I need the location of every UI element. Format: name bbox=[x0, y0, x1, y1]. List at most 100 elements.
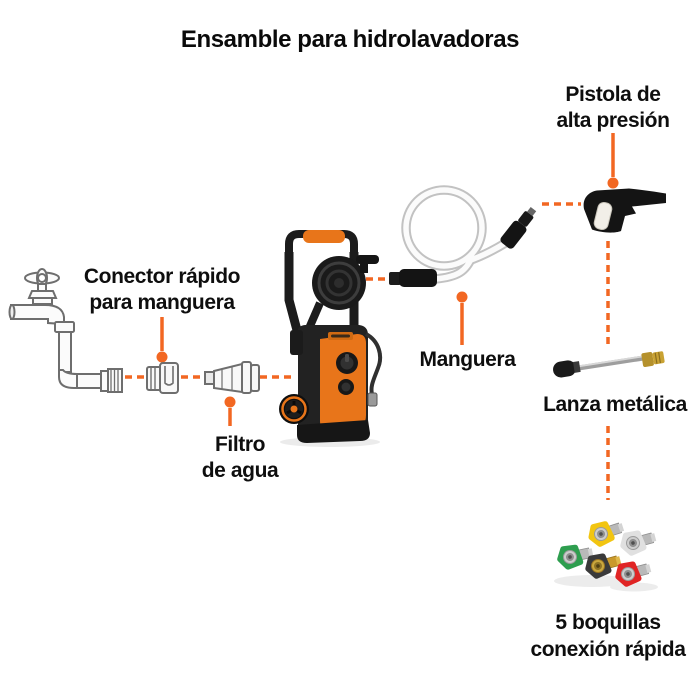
connector-collar bbox=[159, 362, 179, 394]
nozzle-stem-tip bbox=[617, 523, 625, 532]
manguera-dot bbox=[456, 291, 468, 303]
washer-side-bracket bbox=[290, 330, 303, 355]
washer-knob-upper-inner bbox=[340, 356, 354, 370]
lance-rod-highlight bbox=[571, 354, 651, 369]
faucet-downpipe bbox=[58, 331, 72, 373]
washer-handle-grip bbox=[303, 230, 345, 243]
filter-nipple bbox=[204, 371, 215, 385]
washer-crank bbox=[356, 255, 379, 264]
faucet-elbow bbox=[58, 369, 78, 389]
nozzles-shadow bbox=[554, 575, 630, 587]
water-filter-icon bbox=[204, 361, 260, 394]
hose-connector-right bbox=[500, 206, 537, 249]
nozzle-orifice bbox=[596, 564, 600, 568]
page-title: Ensamble para hidrolavadoras bbox=[180, 26, 520, 53]
faucet-outlet-pipe bbox=[76, 373, 104, 389]
faucet-icon bbox=[8, 268, 123, 393]
pistola-dot bbox=[607, 177, 619, 189]
washer-base bbox=[297, 420, 370, 443]
dashed-connection-lines bbox=[125, 202, 610, 500]
nozzle-yellow bbox=[588, 521, 625, 547]
conector-dot bbox=[156, 351, 168, 363]
nozzle-orifice bbox=[631, 541, 635, 545]
connector-detail bbox=[164, 366, 174, 386]
label-filtro: Filtro de agua bbox=[175, 432, 305, 484]
hose-connector-right-nose bbox=[518, 211, 534, 227]
nozzle-stem-tip bbox=[650, 533, 657, 542]
washer-crank-stem bbox=[360, 262, 368, 273]
lance-rod bbox=[571, 354, 651, 372]
hose-image bbox=[389, 185, 537, 287]
filter-cap-outer bbox=[250, 364, 260, 392]
washer-brand-text-mark bbox=[331, 334, 350, 338]
coupler-ridge bbox=[658, 352, 661, 364]
lance-grip-collar bbox=[573, 361, 581, 373]
metal-lance-image bbox=[553, 351, 665, 378]
nozzle-stem-tip bbox=[645, 564, 652, 573]
gun-trigger bbox=[593, 201, 613, 231]
faucet-body bbox=[10, 304, 65, 326]
label-conector-line2: para manguera bbox=[89, 291, 235, 314]
hose-connector-left bbox=[399, 269, 437, 287]
reel-hub bbox=[334, 278, 344, 288]
faucet-stem bbox=[37, 283, 47, 292]
label-manguera: Manguera bbox=[405, 347, 530, 373]
label-pistola-line2: alta presión bbox=[556, 109, 670, 132]
faucet-handle-hub bbox=[37, 273, 47, 283]
reel-ring-inner bbox=[325, 269, 353, 297]
nozzle-black bbox=[585, 553, 622, 579]
label-conector: Conector rápido para manguera bbox=[77, 264, 247, 316]
nozzle-orifice bbox=[626, 572, 630, 576]
label-filtro-line2: de agua bbox=[201, 459, 279, 482]
faucet-coupling bbox=[54, 321, 75, 333]
pressure-washer-image bbox=[279, 230, 383, 447]
nozzle-green bbox=[557, 544, 594, 570]
hose-connector-right-body bbox=[500, 220, 527, 249]
hose-connector-right-tip bbox=[527, 206, 537, 216]
label-filtro-line1: Filtro bbox=[214, 433, 266, 456]
filter-cone bbox=[213, 362, 243, 394]
faucet-bonnet bbox=[27, 290, 58, 299]
lance-grip bbox=[553, 360, 581, 378]
nozzle-red bbox=[615, 561, 652, 587]
label-pistola-line1: Pistola de bbox=[565, 83, 661, 106]
label-boquillas-line1: 5 boquillas bbox=[555, 611, 661, 634]
label-manguera-line1: Manguera bbox=[419, 348, 516, 371]
nozzles-shadow-2 bbox=[610, 582, 658, 592]
faucet-nut bbox=[32, 297, 53, 305]
faucet-spout-opening bbox=[8, 304, 16, 320]
label-boquillas-line2: conexión rápida bbox=[530, 638, 686, 661]
lance-coupler bbox=[641, 351, 665, 367]
reel-ring bbox=[317, 261, 361, 305]
label-pistola: Pistola de alta presión bbox=[543, 82, 683, 134]
nozzle-white bbox=[620, 530, 657, 556]
nozzle-orifice bbox=[568, 555, 572, 559]
wheel-orange-ring bbox=[281, 396, 307, 422]
washer-knob-pointer bbox=[345, 354, 349, 362]
filtro-dot bbox=[224, 396, 236, 408]
lance-grip-knob bbox=[553, 360, 576, 378]
lance-coupler-ring bbox=[641, 352, 654, 367]
connector-ribbed-section bbox=[146, 366, 162, 391]
nozzle-stem-tip bbox=[587, 548, 594, 557]
nozzle-orifice bbox=[599, 532, 603, 536]
filter-cap-inner bbox=[241, 361, 252, 394]
leader-lines bbox=[156, 133, 619, 426]
coupler-ridge bbox=[654, 352, 658, 364]
quick-connector-icon bbox=[146, 362, 179, 394]
nozzles-image bbox=[554, 521, 658, 592]
washer-frame-left bbox=[284, 252, 303, 336]
wheel-hub bbox=[290, 405, 298, 413]
label-lanza-line1: Lanza metálica bbox=[543, 393, 687, 416]
hose-connector-left-tip bbox=[389, 272, 401, 285]
washer-plug bbox=[367, 392, 378, 407]
label-conector-line1: Conector rápido bbox=[83, 265, 241, 288]
faucet-thread-collar bbox=[100, 370, 109, 392]
washer-knob-lower-inner bbox=[341, 382, 351, 392]
label-lanza: Lanza metálica bbox=[530, 392, 700, 418]
nozzle-stem-tip bbox=[615, 556, 622, 565]
label-boquillas: 5 boquillas conexión rápida bbox=[512, 609, 700, 663]
washer-power-cord bbox=[364, 332, 383, 395]
